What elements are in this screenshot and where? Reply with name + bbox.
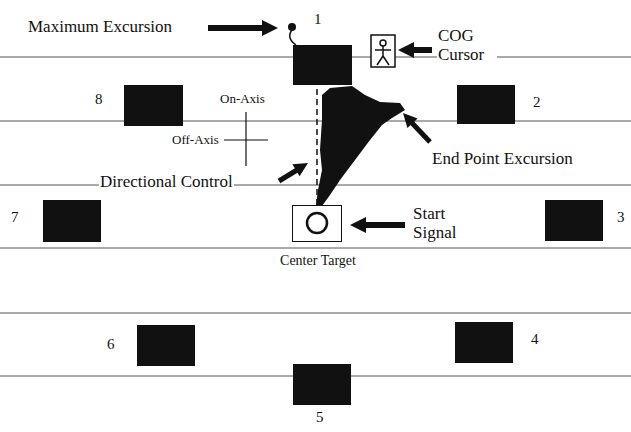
- leader-arrows: [208, 20, 432, 233]
- excursion-trace: [316, 86, 405, 206]
- target-box: 2: [457, 85, 515, 124]
- center-target-box: Center Target: [292, 205, 342, 242]
- max-excursion-marker: [288, 23, 296, 45]
- callout-label: COG Cursor: [437, 27, 497, 64]
- cog-cursor-icon: [371, 35, 395, 67]
- target-box: 3: [545, 200, 603, 241]
- target-box: 8: [124, 85, 183, 126]
- target-box: 5: [293, 364, 351, 405]
- callout-number: 5: [316, 409, 324, 426]
- axis-cross: [224, 112, 268, 166]
- target-circle: [293, 206, 341, 241]
- target-box: 4: [455, 322, 513, 363]
- grid-lines: [0, 57, 631, 376]
- callout-label: Start Signal: [412, 205, 466, 242]
- callout-label: End Point Excursion: [431, 150, 574, 169]
- callout-number: 1: [314, 11, 322, 28]
- target-label: Center Target: [280, 253, 356, 268]
- callout-label: Off-Axis: [171, 133, 220, 147]
- target-box: 6: [137, 325, 195, 366]
- callout-number: 4: [531, 331, 539, 348]
- callout-number: 2: [533, 94, 541, 111]
- callout-number: 3: [617, 209, 625, 226]
- callout-number: 8: [95, 91, 103, 108]
- direction-line: [316, 85, 318, 205]
- callout-label: Maximum Excursion: [27, 18, 173, 37]
- callout-label: Directional Control: [99, 173, 234, 192]
- callout-number: 6: [107, 336, 115, 353]
- callout-number: 7: [11, 209, 19, 226]
- target-box: 1: [293, 45, 352, 85]
- target-box: 7: [43, 200, 101, 242]
- callout-label: On-Axis: [219, 92, 266, 106]
